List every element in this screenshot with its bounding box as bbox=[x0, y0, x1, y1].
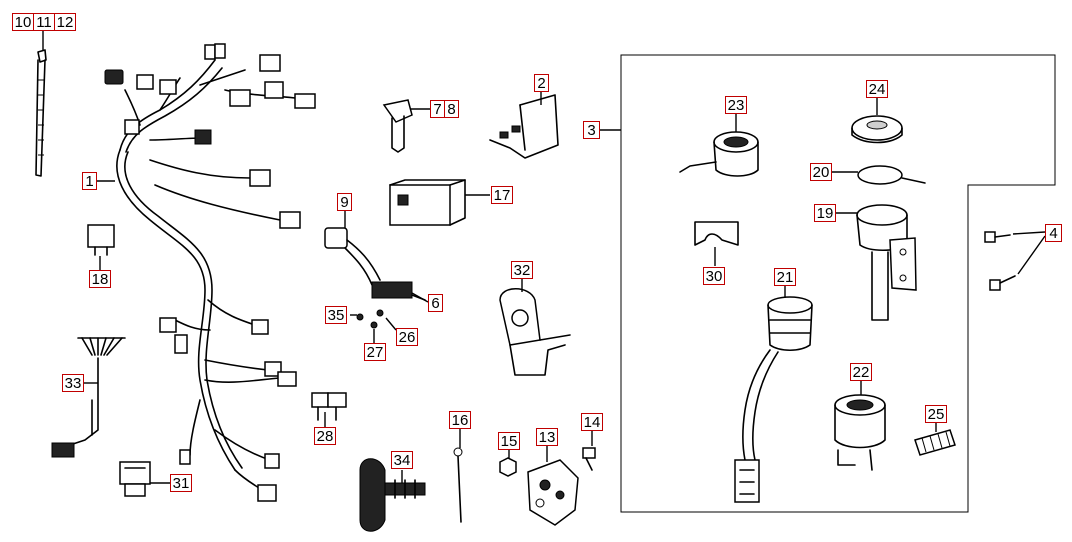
mounting-bracket bbox=[499, 288, 571, 376]
callout-3: 3 bbox=[583, 121, 600, 139]
clip bbox=[453, 447, 463, 523]
assembly-group-outline bbox=[620, 54, 1056, 513]
callout-7: 7 bbox=[430, 100, 445, 118]
relay bbox=[87, 224, 115, 256]
connector-set bbox=[324, 227, 426, 301]
callout-26: 26 bbox=[396, 328, 418, 346]
cable-tie bbox=[35, 49, 47, 177]
callout-24: 24 bbox=[866, 80, 888, 98]
callout-35: 35 bbox=[325, 306, 347, 324]
bracket bbox=[489, 94, 559, 159]
callout-22: 22 bbox=[850, 363, 872, 381]
callout-23: 23 bbox=[725, 96, 747, 114]
callout-13: 13 bbox=[536, 428, 558, 446]
callout-25: 25 bbox=[925, 405, 947, 423]
tank-lock bbox=[856, 204, 917, 321]
callout-4: 4 bbox=[1045, 224, 1062, 242]
wiring-harness bbox=[104, 43, 316, 502]
retaining-clip bbox=[694, 221, 739, 246]
gasket bbox=[857, 165, 926, 185]
callout-6: 6 bbox=[428, 294, 443, 312]
callout-17: 17 bbox=[491, 186, 513, 204]
callout-9: 9 bbox=[337, 193, 352, 211]
callout-30: 30 bbox=[703, 267, 725, 285]
callout-8: 8 bbox=[444, 100, 459, 118]
ignition-switch bbox=[734, 296, 813, 503]
callout-28: 28 bbox=[314, 427, 336, 445]
callout-10: 10 bbox=[12, 13, 34, 31]
key bbox=[382, 99, 413, 153]
lock-cylinder bbox=[834, 394, 886, 471]
regulator bbox=[119, 461, 151, 497]
screw bbox=[582, 447, 596, 471]
callout-16: 16 bbox=[449, 411, 471, 429]
switch-body bbox=[527, 459, 579, 526]
wire-set bbox=[51, 337, 126, 458]
callout-1: 1 bbox=[82, 172, 97, 190]
grommet bbox=[359, 458, 426, 532]
ignition-lock bbox=[679, 131, 759, 177]
callout-19: 19 bbox=[814, 204, 836, 222]
callout-27: 27 bbox=[364, 343, 386, 361]
callout-20: 20 bbox=[810, 163, 832, 181]
spring bbox=[914, 429, 956, 456]
callout-15: 15 bbox=[498, 432, 520, 450]
callout-14: 14 bbox=[581, 413, 603, 431]
callout-33: 33 bbox=[62, 374, 84, 392]
fuse-holder bbox=[311, 392, 347, 421]
flasher-unit bbox=[389, 179, 466, 226]
nut bbox=[499, 457, 517, 477]
callout-2: 2 bbox=[534, 74, 549, 92]
callout-11: 11 bbox=[33, 13, 55, 31]
callout-18: 18 bbox=[89, 270, 111, 288]
callout-32: 32 bbox=[511, 261, 533, 279]
bolts bbox=[984, 231, 1016, 291]
callout-31: 31 bbox=[170, 474, 192, 492]
callout-34: 34 bbox=[391, 451, 413, 469]
callout-12: 12 bbox=[54, 13, 76, 31]
callout-21: 21 bbox=[774, 268, 796, 286]
fuel-cap bbox=[851, 115, 903, 144]
